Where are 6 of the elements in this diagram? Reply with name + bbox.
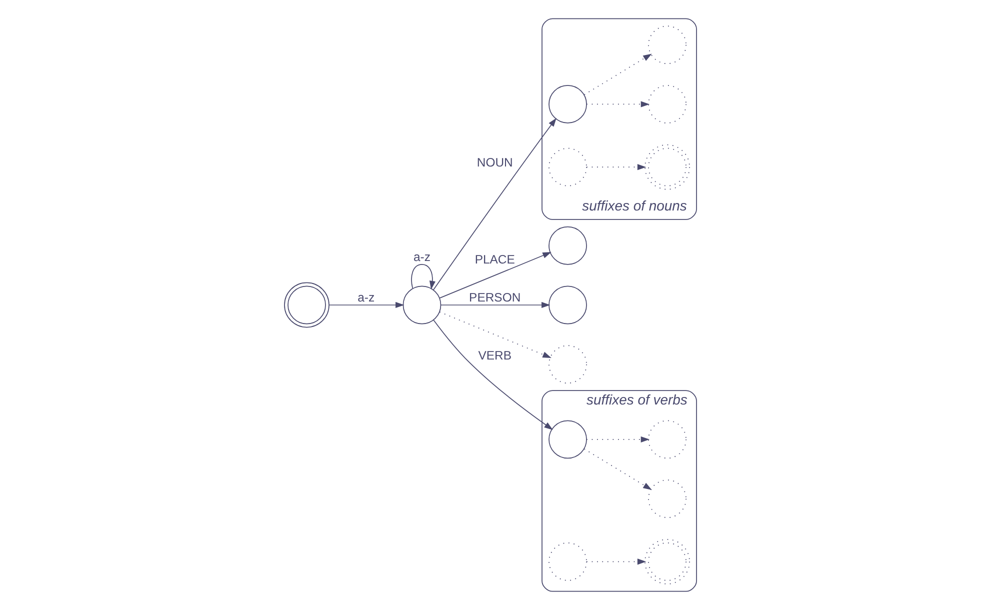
edge-label: NOUN [476, 155, 512, 170]
edge-label: PLACE [474, 252, 514, 266]
edge-label: VERB [478, 348, 512, 362]
edge-label: PERSON [468, 290, 520, 305]
edge-label: a-z [412, 250, 430, 264]
edge-label: a-z [357, 290, 374, 305]
